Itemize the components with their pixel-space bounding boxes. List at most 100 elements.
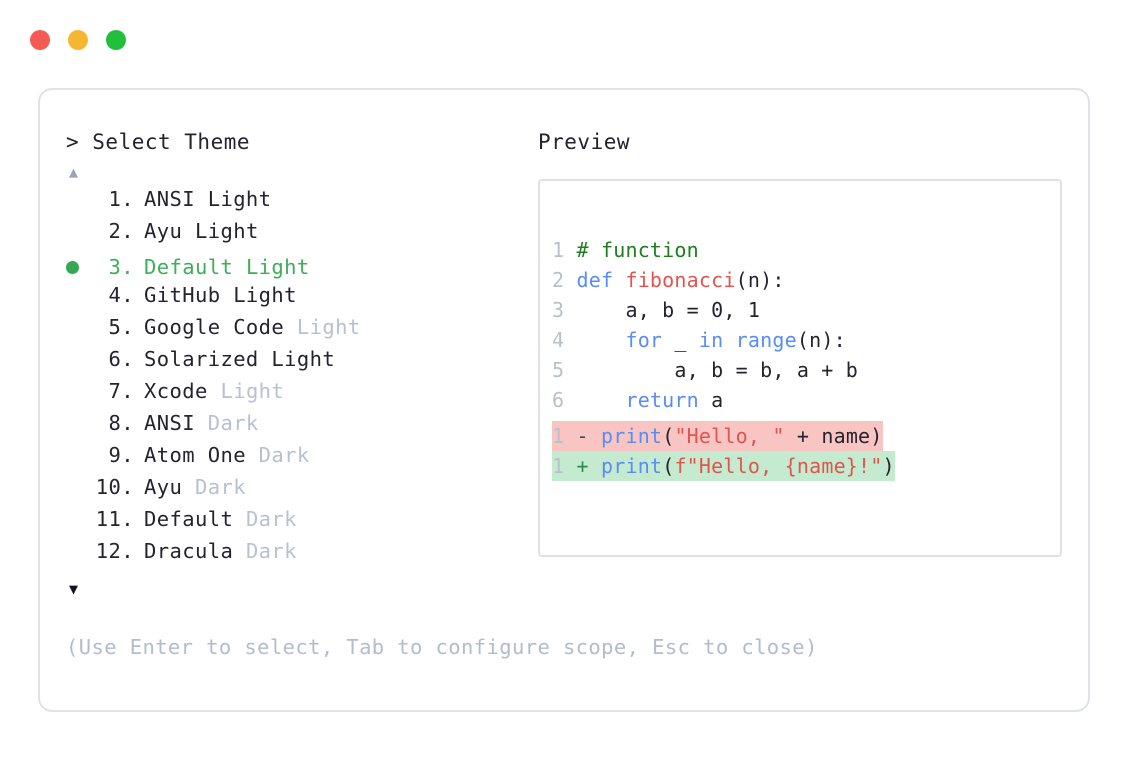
theme-list-item[interactable]: 3.Default Light	[66, 251, 536, 283]
code-token: (n):	[796, 328, 846, 352]
code-token: )	[882, 454, 895, 478]
code-token: def	[576, 268, 626, 292]
theme-item-variant: Light	[182, 219, 259, 243]
close-dot[interactable]	[30, 30, 50, 50]
theme-list-item[interactable]: 1. ANSI Light	[66, 187, 536, 219]
theme-list-item[interactable]: 4. GitHub Light	[66, 283, 536, 315]
code-token: print	[600, 424, 663, 448]
theme-list-item[interactable]: 2. Ayu Light	[66, 219, 536, 251]
code-token: (n):	[735, 268, 785, 292]
theme-list-item[interactable]: 10.Ayu Dark	[66, 475, 536, 507]
code-token: fibonacci	[625, 268, 736, 292]
keyboard-hint: (Use Enter to select, Tab to configure s…	[66, 635, 818, 659]
theme-item-variant: Dark	[233, 539, 297, 563]
code-line: 4 for _ in range(n):	[552, 325, 858, 355]
theme-list-item[interactable]: 8. ANSI Dark	[66, 411, 536, 443]
theme-list-item[interactable]: 7. Xcode Light	[66, 379, 536, 411]
preview-label: Preview	[538, 130, 631, 154]
theme-list-item[interactable]: 6.Solarized Light	[66, 347, 536, 379]
theme-item-name: GitHub	[144, 283, 221, 307]
theme-item-name: Xcode	[144, 379, 208, 403]
theme-item-variant: Dark	[182, 475, 246, 499]
code-line: 3 a, b = 0, 1	[552, 295, 858, 325]
code-token: a	[698, 388, 724, 412]
theme-item-variant: Light	[194, 187, 272, 211]
code-token: a, b = b, a + b	[576, 358, 859, 382]
code-token	[576, 388, 625, 412]
diff-row: 1 - print("Hello, " + name)	[552, 421, 895, 451]
theme-item-name: Ayu	[144, 219, 183, 243]
scroll-down-icon[interactable]: ▼	[69, 580, 79, 598]
theme-item-number: 3.	[108, 255, 134, 279]
theme-item-name: Default	[144, 255, 234, 279]
theme-item-variant: Dark	[194, 411, 259, 435]
line-number: 4	[552, 328, 577, 352]
theme-selector-pane: > Select Theme ▲ 1. ANSI Light 2. Ayu Light…	[66, 130, 536, 600]
page-title: > Select Theme	[66, 130, 251, 154]
diff-marker: -	[576, 424, 601, 448]
line-number: 3	[552, 298, 577, 322]
line-number: 6	[552, 388, 577, 412]
theme-item-variant: Light	[258, 347, 336, 371]
minimize-dot[interactable]	[68, 30, 88, 50]
code-token: "Hello, "	[674, 424, 785, 448]
theme-item-name: ANSI	[144, 187, 195, 211]
code-token: print	[600, 454, 663, 478]
line-number: 2	[552, 268, 577, 292]
code-line: 2 def fibonacci(n):	[552, 265, 858, 295]
theme-item-number: 10.	[95, 475, 134, 499]
code-token: # function	[576, 238, 699, 262]
theme-item-number: 5.	[108, 315, 134, 339]
theme-item-number: 8.	[108, 411, 134, 435]
code-token: a, b = 0, 1	[576, 298, 761, 322]
diff-marker: +	[576, 454, 601, 478]
theme-item-number: 2.	[108, 219, 134, 243]
theme-item-name: Google Code	[144, 315, 285, 339]
maximize-dot[interactable]	[106, 30, 126, 50]
line-number: 1	[552, 238, 577, 262]
diff-sample: 1 - print("Hello, " + name)1 + print(f"H…	[552, 421, 895, 481]
theme-item-number: 4.	[108, 283, 134, 307]
code-token: _	[662, 328, 699, 352]
theme-item-number: 9.	[108, 443, 134, 467]
theme-item-name: Solarized	[144, 347, 259, 371]
theme-item-variant: Dark	[233, 507, 297, 531]
window-traffic-lights	[30, 30, 126, 50]
diff-removed-line: 1 - print("Hello, " + name)	[552, 421, 883, 451]
theme-list-item[interactable]: 11. Default Dark	[66, 507, 536, 539]
diff-row: 1 + print(f"Hello, {name}!")	[552, 451, 895, 481]
code-token: return	[625, 388, 699, 412]
theme-item-name: Default	[144, 507, 234, 531]
theme-item-variant: Light	[220, 283, 297, 307]
theme-list-item[interactable]: 12. Dracula Dark	[66, 539, 536, 571]
theme-item-number: 7.	[108, 379, 134, 403]
code-token: f"Hello, {name}!"	[674, 454, 883, 478]
selection-bullet-icon	[66, 251, 92, 283]
theme-item-number: 12.	[95, 539, 134, 563]
diff-added-line: 1 + print(f"Hello, {name}!")	[552, 451, 895, 481]
theme-item-name: ANSI	[144, 411, 195, 435]
code-line: 1 # function	[552, 235, 858, 265]
theme-item-name: Atom One	[144, 443, 246, 467]
line-number: 1	[552, 424, 577, 448]
code-token: for	[625, 328, 663, 352]
scroll-up-icon[interactable]: ▲	[69, 163, 79, 181]
theme-item-variant: Dark	[245, 443, 310, 467]
code-token: in range	[698, 328, 797, 352]
code-token	[576, 328, 625, 352]
code-line: 6 return a	[552, 385, 858, 415]
theme-item-number: 1.	[108, 187, 134, 211]
theme-picker-card: > Select Theme ▲ 1. ANSI Light 2. Ayu Light…	[38, 88, 1090, 712]
theme-item-name: Dracula	[144, 539, 234, 563]
theme-list-item[interactable]: 5. Google Code Light	[66, 315, 536, 347]
theme-item-number: 11.	[95, 507, 134, 531]
line-number: 5	[552, 358, 577, 382]
theme-item-variant: Light	[207, 379, 285, 403]
theme-list-item[interactable]: 9. Atom One Dark	[66, 443, 536, 475]
theme-item-variant: Light	[284, 315, 361, 339]
code-token: + name)	[784, 424, 883, 448]
